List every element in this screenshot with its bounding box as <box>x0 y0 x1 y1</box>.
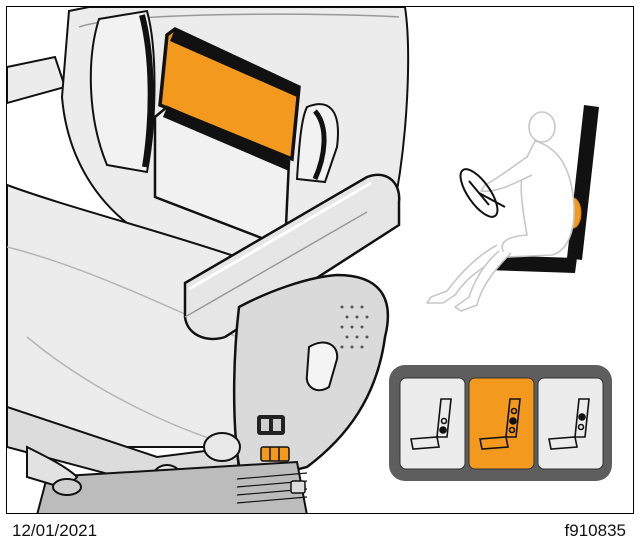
lumbar-low-button[interactable] <box>400 378 465 469</box>
mount-bolt <box>291 481 305 493</box>
knob-left <box>204 433 240 461</box>
orange-switches <box>261 447 289 461</box>
driver-figure <box>427 112 574 311</box>
figure-date: 12/01/2021 <box>12 521 97 541</box>
figure-frame <box>6 6 634 514</box>
steering-wheel <box>454 164 505 222</box>
figure-id: f910835 <box>565 521 626 541</box>
left-armrest <box>7 57 65 103</box>
lumbar-selector-panel <box>389 365 612 481</box>
inset-seat-back <box>567 105 599 260</box>
seat-illustration <box>7 7 634 514</box>
driver-posture-inset <box>427 105 599 311</box>
lumbar-middle-button[interactable] <box>469 378 534 469</box>
lumbar-high-button[interactable] <box>538 378 603 469</box>
